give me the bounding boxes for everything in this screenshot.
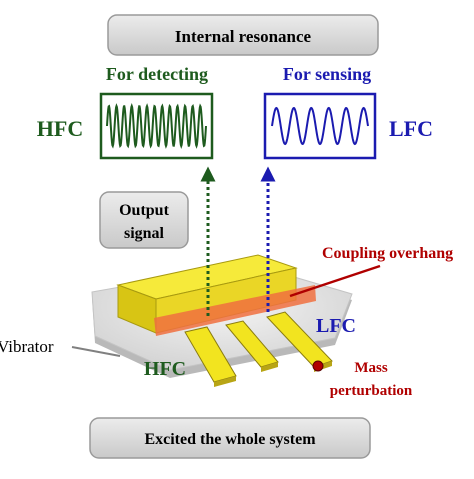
mass-perturbation-line2: perturbation [330,383,413,399]
vibrator-label: Vibrator [0,337,54,356]
output-signal-line2: signal [124,225,165,242]
for-detecting-label: For detecting [106,64,208,84]
lfc-waveform [271,106,369,146]
hfc-signal-label: HFC [37,116,83,141]
hfc-signal-window [99,92,214,160]
lfc-signal-label: LFC [389,116,433,141]
middle-cantilever [225,320,279,372]
for-sensing-label: For sensing [283,64,371,84]
hfc-waveform [106,103,207,149]
output-signal-line1: Output [119,202,169,219]
mass-perturbation-line1: Mass [354,360,387,376]
excited-system-box: Excited the whole system [89,417,371,459]
excited-system-label: Excited the whole system [144,431,316,448]
coupling-overhang-label: Coupling overhang [322,245,453,262]
internal-resonance-label: Internal resonance [175,27,312,46]
coupling-pointer-line [289,264,381,298]
hfc-cantilever-label: HFC [144,358,186,380]
hfc-cantilever [184,326,237,387]
lfc-signal-window [263,92,377,160]
mass-dot [312,360,324,372]
vibrator-pointer-line [71,346,121,357]
coupling-overhang [154,285,316,336]
output-signal-box: Output signal [99,191,189,249]
lfc-cantilever-label: LFC [316,315,356,337]
internal-resonance-box: Internal resonance [107,14,379,56]
